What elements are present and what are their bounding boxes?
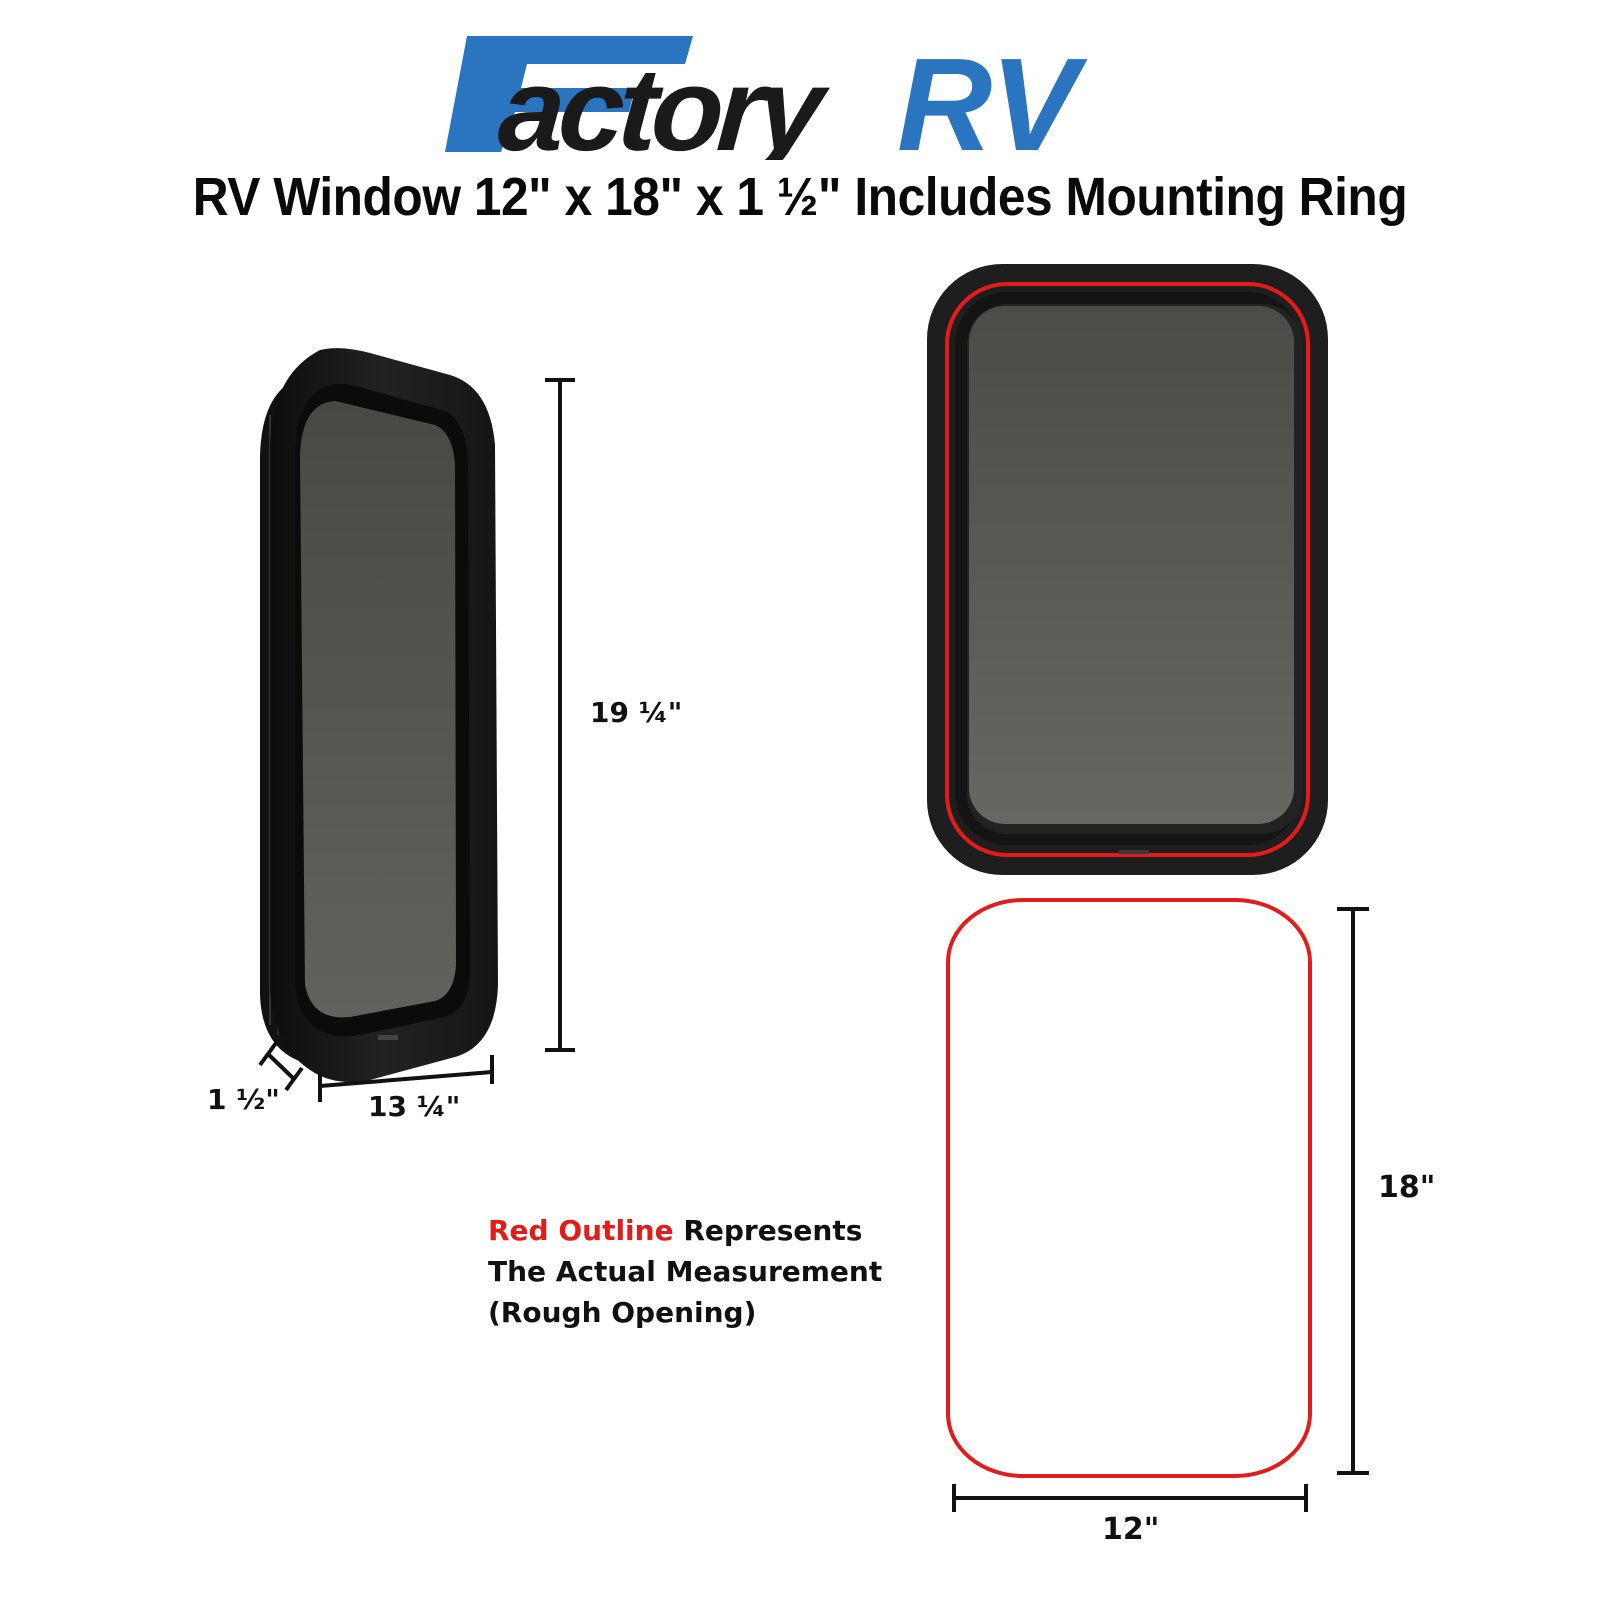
note-line-1: Red Outline Represents xyxy=(488,1210,882,1251)
front-view-window-image xyxy=(925,262,1330,877)
rough-height-dimension-line xyxy=(1337,907,1369,1477)
note-line-3: (Rough Opening) xyxy=(488,1296,757,1329)
note-highlight: Red Outline xyxy=(488,1214,674,1247)
red-outline-note: Red Outline Represents The Actual Measur… xyxy=(488,1210,882,1333)
side-view-window-image xyxy=(250,345,510,1095)
width-dimension-line xyxy=(315,1050,500,1105)
depth-dimension-line xyxy=(258,1035,318,1095)
note-line-2: The Actual Measurement xyxy=(488,1255,883,1288)
side-depth-label: 1 ½" xyxy=(207,1083,280,1116)
factory-rv-logo: actory RV xyxy=(445,30,1145,178)
page-title: RV Window 12" x 18" x 1 ½" Includes Moun… xyxy=(192,167,1408,227)
side-height-label: 19 ¼" xyxy=(590,696,683,729)
front-red-outline xyxy=(945,282,1310,857)
svg-text:RV: RV xyxy=(897,31,1088,160)
height-dimension-line xyxy=(545,378,575,1053)
svg-text:actory: actory xyxy=(495,44,834,160)
logo-f-glyph xyxy=(445,36,693,152)
rough-height-label: 18" xyxy=(1378,1170,1436,1205)
side-width-label: 13 ¼" xyxy=(368,1090,461,1123)
rough-opening-outline xyxy=(945,897,1313,1479)
rough-width-label: 12" xyxy=(1102,1512,1160,1547)
note-line-1-rest: Represents xyxy=(673,1214,863,1247)
rough-width-dimension-line xyxy=(950,1484,1310,1514)
